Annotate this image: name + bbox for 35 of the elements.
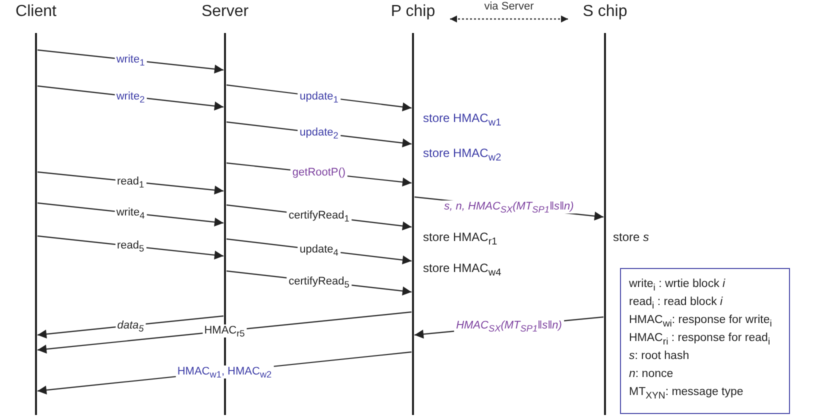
edge-label: update$_{4}$ [298, 244, 340, 256]
edge-label: update$_{1}$ [298, 90, 340, 103]
edge-label: data$_{5}$ [115, 319, 146, 332]
edge-label: s, n, HMAC$_{SX}$(MT$_{SP1}$‖s‖n) [442, 200, 576, 214]
note-text: store HMAC$_{w1}$ [423, 111, 502, 125]
edge-label: write$_{1}$ [114, 54, 147, 66]
participant-name: P chip [390, 3, 436, 21]
edge-label: HMAC$_{w1}$, HMAC$_{w2}$ [175, 365, 274, 378]
participant-name: Client [14, 3, 58, 21]
edge-label: write$_{4}$ [114, 206, 147, 220]
legend-entry: s: root hash [629, 349, 690, 364]
edge-label: read$_{5}$ [114, 240, 146, 252]
edge-label: read$_{1}$ [114, 175, 146, 188]
arrow [37, 311, 412, 354]
note-text: store s [613, 230, 650, 244]
participant-name: Server [200, 3, 250, 21]
legend-entry: HMAC$_{wi}$: response for write$_{i}$ [629, 313, 773, 329]
edge-label: certifyRead$_{5}$ [286, 275, 352, 288]
legend-entry: read$_{i}$ : read block i [629, 295, 724, 311]
edge-label: HMAC$_{r5}$ [202, 324, 247, 338]
legend-box [620, 268, 790, 414]
participant-name: S chip [582, 3, 628, 21]
edge-label: getRootP() [290, 166, 348, 180]
legend-entry: write$_{i}$ : wrtie block i [629, 277, 726, 293]
arrow [450, 16, 568, 22]
edge-label: certifyRead$_{1}$ [286, 210, 352, 222]
legend-entry: MT$_{XYN}$: message type [629, 385, 744, 401]
note-text: store HMAC$_{w4}$ [423, 261, 502, 275]
edge-label: update$_{2}$ [298, 126, 340, 140]
legend-entry: HMAC$_{ri}$ : response for read$_{i}$ [629, 331, 772, 347]
edge-label: write$_{2}$ [114, 90, 147, 103]
note-text: store HMAC$_{r1}$ [423, 230, 498, 244]
edge-label: HMAC$_{SX}$(MT$_{SP1}$‖s‖n) [454, 320, 564, 332]
note-text: store HMAC$_{w2}$ [423, 146, 502, 160]
legend-entry: n: nonce [629, 367, 674, 382]
